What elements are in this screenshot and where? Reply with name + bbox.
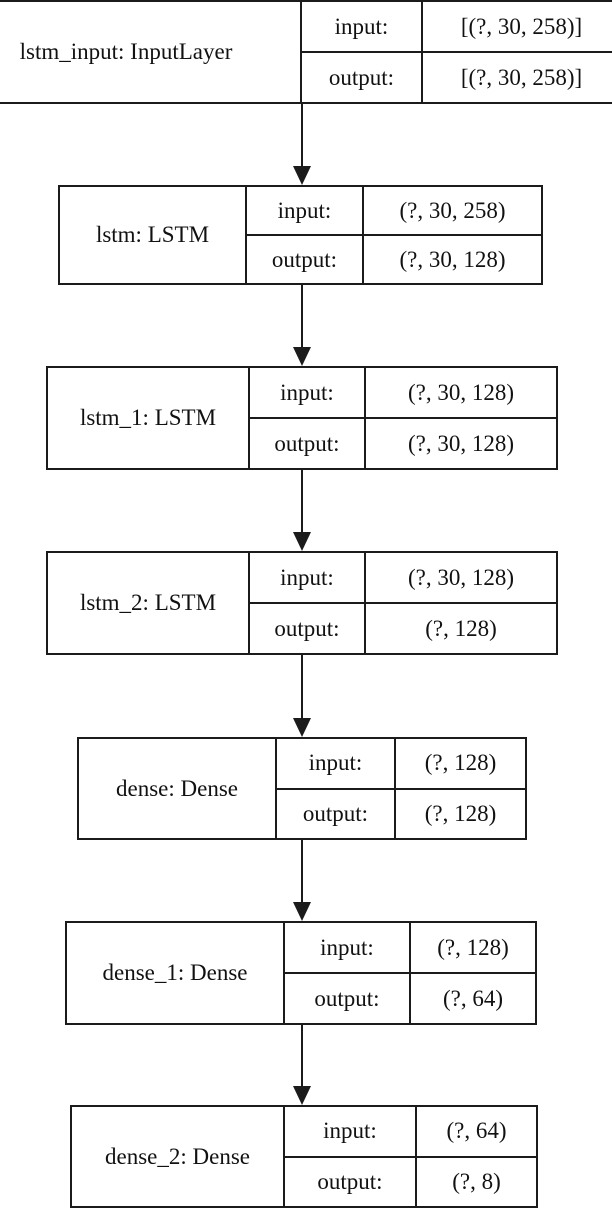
output-label: output: [250, 419, 366, 468]
edge-arrow [292, 840, 312, 921]
output-label: output: [285, 1157, 417, 1206]
output-shape: (?, 8) [452, 1168, 501, 1194]
input-row: input: (?, 64) [285, 1107, 536, 1156]
input-row: input: (?, 30, 258) [247, 187, 541, 234]
output-shape: (?, 64) [442, 985, 504, 1011]
edge-arrow [292, 470, 312, 551]
io-table: input: (?, 30, 128) output: (?, 128) [250, 553, 556, 653]
arrow-shaft [301, 840, 303, 907]
layer-name: lstm: LSTM [60, 187, 247, 283]
output-label: output: [247, 236, 364, 283]
layer-name: lstm_1: LSTM [48, 368, 250, 468]
output-label: output: [250, 604, 366, 653]
input-shape: (?, 128) [437, 934, 509, 960]
io-table: input: (?, 128) output: (?, 128) [277, 739, 525, 838]
arrow-head-icon [293, 347, 311, 366]
output-row: output: (?, 30, 128) [250, 417, 556, 468]
output-shape: (?, 128) [425, 615, 497, 641]
arrow-shaft [301, 285, 303, 352]
input-row: input: (?, 30, 128) [250, 553, 556, 602]
layer-node-lstm: lstm: LSTM input: (?, 30, 258) output: (… [58, 185, 543, 285]
arrow-shaft [301, 104, 303, 171]
output-row: output: (?, 30, 128) [247, 234, 541, 283]
layer-node-dense-1: dense_1: Dense input: (?, 128) output: (… [65, 921, 537, 1025]
output-shape: (?, 30, 128) [399, 246, 506, 272]
output-label: output: [285, 974, 411, 1023]
edge-arrow [292, 1025, 312, 1105]
input-label: input: [302, 2, 423, 51]
output-shape: (?, 30, 128) [407, 430, 515, 456]
layer-name: dense_2: Dense [72, 1107, 285, 1206]
edge-arrow [292, 104, 312, 185]
arrow-shaft [301, 1025, 303, 1091]
input-label: input: [285, 1107, 417, 1156]
edge-arrow [292, 285, 312, 366]
output-row: output: (?, 64) [285, 972, 535, 1023]
input-label: input: [277, 739, 396, 788]
arrow-head-icon [293, 1086, 311, 1105]
io-table: input: (?, 30, 258) output: (?, 30, 128) [247, 187, 541, 283]
input-shape: (?, 30, 128) [407, 379, 515, 405]
arrow-shaft [301, 470, 303, 537]
output-row: output: [(?, 30, 258)] [302, 51, 612, 102]
input-label: input: [247, 187, 364, 234]
input-row: input: (?, 128) [285, 923, 535, 972]
edge-arrow [292, 655, 312, 737]
layer-node-lstm-2: lstm_2: LSTM input: (?, 30, 128) output:… [46, 551, 558, 655]
io-table: input: (?, 64) output: (?, 8) [285, 1107, 536, 1206]
input-shape: (?, 128) [424, 750, 497, 776]
io-table: input: (?, 30, 128) output: (?, 30, 128) [250, 368, 556, 468]
layer-name: dense_1: Dense [67, 923, 285, 1023]
arrow-head-icon [293, 718, 311, 737]
input-row: input: (?, 128) [277, 739, 525, 788]
input-label: input: [285, 923, 411, 972]
output-shape: (?, 128) [424, 800, 497, 826]
output-label: output: [302, 53, 423, 102]
input-row: input: (?, 30, 128) [250, 368, 556, 417]
io-table: input: (?, 128) output: (?, 64) [285, 923, 535, 1023]
output-row: output: (?, 128) [250, 602, 556, 653]
input-row: input: [(?, 30, 258)] [302, 2, 612, 51]
arrow-head-icon [293, 902, 311, 921]
layer-node-dense-2: dense_2: Dense input: (?, 64) output: (?… [70, 1105, 538, 1208]
input-shape: (?, 30, 258) [399, 197, 506, 223]
io-table: input: [(?, 30, 258)] output: [(?, 30, 2… [302, 2, 612, 102]
output-shape: [(?, 30, 258)] [460, 64, 583, 90]
input-shape: (?, 64) [446, 1118, 507, 1144]
arrow-head-icon [293, 166, 311, 185]
input-shape: [(?, 30, 258)] [460, 13, 583, 39]
input-shape: (?, 30, 128) [407, 564, 515, 590]
output-label: output: [277, 789, 396, 838]
layer-name: lstm_2: LSTM [48, 553, 250, 653]
input-label: input: [250, 368, 366, 417]
layer-node-lstm-1: lstm_1: LSTM input: (?, 30, 128) output:… [46, 366, 558, 470]
layer-node-dense: dense: Dense input: (?, 128) output: (?,… [77, 737, 527, 840]
input-label: input: [250, 553, 366, 602]
layer-name: dense: Dense [79, 739, 277, 838]
layer-node-lstm-input: lstm_input: InputLayer input: [(?, 30, 2… [0, 0, 612, 104]
output-row: output: (?, 8) [285, 1155, 536, 1206]
arrow-shaft [301, 655, 303, 723]
arrow-head-icon [293, 532, 311, 551]
layer-name: lstm_input: InputLayer [0, 2, 302, 102]
output-row: output: (?, 128) [277, 787, 525, 838]
